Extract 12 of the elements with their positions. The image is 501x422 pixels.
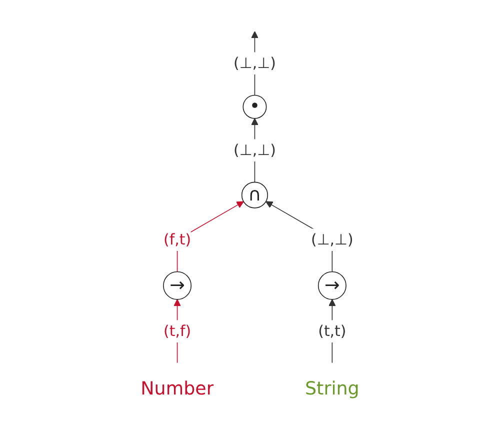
node-circle: ∩: [242, 182, 268, 208]
edge-label: (f,t): [164, 231, 192, 249]
node-text: Number: [141, 378, 214, 400]
node-circle: →: [164, 271, 192, 300]
node-circle: •: [243, 94, 268, 119]
edge-label: (t,t): [318, 322, 347, 340]
edge-label: (⊥,⊥): [234, 142, 276, 160]
node-circle: →: [318, 271, 347, 300]
edge-label: (⊥,⊥): [234, 54, 276, 72]
edge-label: (t,f): [164, 322, 192, 340]
node-text: String: [305, 378, 360, 400]
edge-label: (⊥,⊥): [311, 231, 354, 249]
